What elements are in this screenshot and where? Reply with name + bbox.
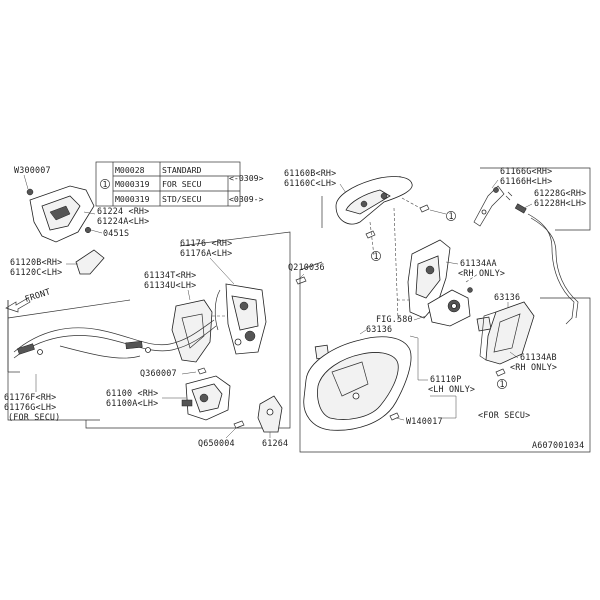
label-w300007: W300007 bbox=[14, 165, 51, 175]
label-61176f: 61176F<RH> bbox=[4, 392, 56, 402]
handle-rod-part bbox=[473, 185, 579, 325]
table-row-2-desc: FOR SECU bbox=[162, 179, 202, 189]
label-61166g: 61166G<RH> bbox=[500, 166, 552, 176]
label-63136-left: 63136 bbox=[366, 324, 392, 334]
label-lh-only: <LH ONLY> bbox=[428, 384, 475, 394]
cover-rh-part bbox=[476, 301, 535, 365]
label-61120b: 61120B<RH> bbox=[10, 257, 62, 267]
table-ref-number: 1 bbox=[103, 179, 108, 189]
table-row-3-range: <0309-> bbox=[229, 194, 264, 204]
part-code-table: 1 M00028 STANDARD M000319 FOR SECU <-030… bbox=[95, 161, 264, 207]
label-63136-right: 63136 bbox=[494, 292, 520, 302]
outer-cover-part bbox=[303, 336, 412, 431]
latch-cover-part bbox=[171, 299, 228, 363]
label-61120c: 61120C<LH> bbox=[10, 267, 62, 277]
cable-part bbox=[13, 319, 217, 359]
label-61228g: 61228G<RH> bbox=[534, 188, 586, 198]
label-fig580: FIG.580 bbox=[376, 314, 413, 324]
label-61134ab: 61134AB bbox=[520, 352, 557, 362]
label-rh-only-2: <RH ONLY> bbox=[510, 362, 557, 372]
label-61134aa: 61134AA bbox=[460, 258, 497, 268]
label-61176a: 61176A<LH> bbox=[180, 248, 232, 258]
label-61160b: 61160B<RH> bbox=[284, 168, 336, 178]
label-0451s: 0451S bbox=[103, 228, 129, 238]
label-61224a: 61224A<LH> bbox=[97, 216, 149, 226]
table-row-1-desc: STANDARD bbox=[162, 165, 202, 175]
trim-pad-part bbox=[75, 249, 105, 275]
door-latch-part bbox=[214, 283, 267, 355]
table-row-2-code: M000319 bbox=[115, 179, 150, 189]
label-61110p: 61110P bbox=[430, 374, 461, 384]
bracket-part bbox=[257, 395, 283, 433]
label-for-secu-2: <FOR SECU> bbox=[478, 410, 530, 420]
lock-latch-part bbox=[396, 239, 479, 327]
label-for-secu-1: (FOR SECU) bbox=[8, 412, 60, 422]
actuator-part bbox=[181, 375, 231, 421]
label-61228h: 61228H<LH> bbox=[534, 198, 586, 208]
label-61176: 61176 <RH> bbox=[180, 238, 232, 248]
label-61264: 61264 bbox=[262, 438, 288, 448]
callout-1b: 1 bbox=[449, 211, 454, 221]
label-q360007: Q360007 bbox=[140, 368, 177, 378]
label-q650004: Q650004 bbox=[198, 438, 235, 448]
label-61134t: 61134T<RH> bbox=[144, 270, 196, 280]
inner-handle-part bbox=[26, 185, 95, 243]
outer-handle-part bbox=[335, 176, 421, 321]
label-front: FRONT bbox=[24, 286, 52, 304]
table-row-1-code: M00028 bbox=[115, 165, 145, 175]
label-61100a: 61100A<LH> bbox=[106, 398, 158, 408]
diagram-reference-code: A607001034 bbox=[532, 440, 584, 450]
label-61100: 61100 <RH> bbox=[106, 388, 158, 398]
label-61160c: 61160C<LH> bbox=[284, 178, 336, 188]
label-61176g: 61176G<LH> bbox=[4, 402, 56, 412]
table-row-1-range: <-0309> bbox=[229, 173, 264, 183]
label-61166h: 61166H<LH> bbox=[500, 176, 552, 186]
table-row-3-desc: STD/SECU bbox=[162, 194, 202, 204]
label-w140017: W140017 bbox=[406, 416, 443, 426]
front-arrow-icon bbox=[5, 297, 31, 313]
label-q210036: Q210036 bbox=[288, 262, 325, 272]
label-61134u: 61134U<LH> bbox=[144, 280, 196, 290]
label-rh-only-1: <RH ONLY> bbox=[458, 268, 505, 278]
label-61224: 61224 <RH> bbox=[97, 206, 149, 216]
callout-1c: 1 bbox=[500, 379, 505, 389]
callout-1a: 1 bbox=[374, 251, 379, 261]
table-row-3-code: M000319 bbox=[115, 194, 150, 204]
